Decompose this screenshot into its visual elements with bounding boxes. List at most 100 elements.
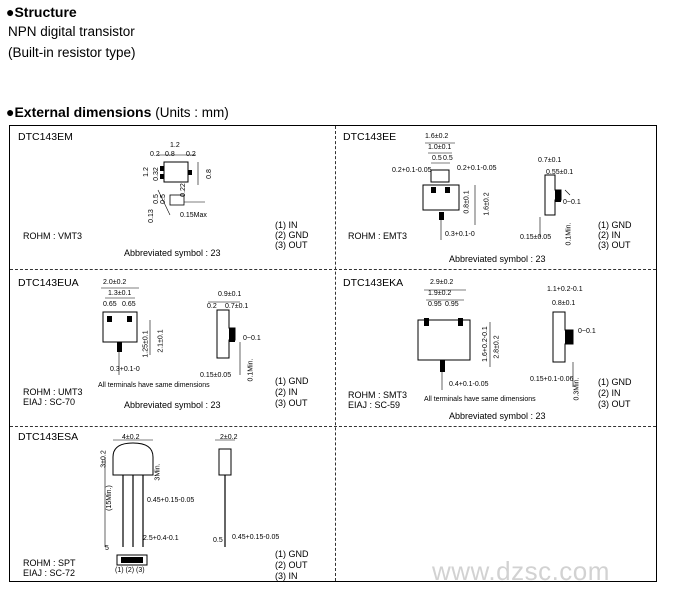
dim-label: 0.3+0.1-0 [445, 231, 475, 238]
vmt3-drawing [157, 154, 205, 216]
external-dimensions-heading: ●External dimensions (Units : mm) [6, 104, 229, 120]
dim-label: 0.45+0.15-0.05 [232, 534, 280, 541]
dim-label: 0.13 [147, 209, 155, 223]
dim-label: 1.6±0.2 [425, 133, 449, 140]
package-name: DTC143EE [343, 131, 397, 143]
dim-label: 1.9±0.2 [428, 290, 452, 297]
rohm-code: ROHM : VMT3 [23, 231, 83, 241]
bullet-icon: ● [6, 104, 15, 120]
dim-label: 0.95 [428, 301, 442, 308]
dim-label: 0.32 [152, 167, 160, 181]
dim-label: 0.2 [186, 151, 196, 158]
dim-label: 0.8 [165, 151, 175, 158]
pin-3: (3) OUT [275, 240, 308, 250]
dim-label: 0.3Min. [573, 377, 581, 401]
row-divider [10, 426, 656, 427]
pin-1: (1) IN [275, 220, 298, 230]
dim-label: 2±0.2 [220, 434, 238, 441]
abbreviated-symbol: Abbreviated symbol : 23 [449, 411, 546, 421]
structure-line-1: NPN digital transistor [8, 24, 135, 39]
dim-label: 0.5 [443, 155, 453, 162]
dim-label: 2.0±0.2 [103, 279, 127, 286]
column-divider [335, 126, 336, 581]
dim-label: 0.22 [179, 183, 187, 197]
dim-label: 0.15Max [180, 212, 207, 219]
rohm-code: ROHM : SPT [23, 558, 76, 568]
row-divider [10, 269, 656, 270]
dim-label: 0.9±0.1 [218, 291, 242, 298]
dim-label: 0.4+0.1-0.05 [449, 381, 489, 388]
pin-2: (2) OUT [275, 560, 308, 570]
bottom-pin-labels: (1) (2) (3) [115, 567, 145, 574]
pin-2: (2) IN [275, 387, 298, 397]
package-name: DTC143ESA [18, 431, 79, 443]
dim-label: 0.8±0.1 [463, 190, 471, 214]
dim-label: 5 [105, 545, 109, 552]
dim-label: 0.5 [432, 155, 442, 162]
bullet-icon: ● [6, 4, 15, 20]
dim-label: 0~0.1 [563, 199, 581, 206]
terminal-note: All terminals have same dimensions [424, 396, 536, 403]
pin-1: (1) GND [598, 377, 632, 387]
dim-label: 1.6±0.2 [483, 192, 491, 216]
dim-label: 0.2+0.1-0.05 [457, 165, 497, 172]
pin-2: (2) GND [275, 230, 309, 240]
dim-label: 0.55±0.1 [546, 169, 574, 176]
package-name: DTC143EUA [18, 277, 79, 289]
dim-label: 0.2+0.1-0.05 [392, 167, 432, 174]
dim-label: 0.15+0.1-0.06 [530, 376, 574, 383]
pin-1: (1) GND [275, 549, 309, 559]
dim-label: 0.15±0.05 [520, 234, 552, 241]
eiaj-code: EIAJ : SC-72 [23, 568, 76, 578]
dim-label: 0.7±0.1 [225, 303, 249, 310]
package-name: DTC143EKA [343, 277, 404, 289]
pin-2: (2) IN [598, 388, 621, 398]
abbreviated-symbol: Abbreviated symbol : 23 [449, 254, 546, 264]
dim-label: 1.2 [142, 167, 150, 177]
rohm-code: ROHM : SMT3 [348, 390, 408, 400]
emt3-drawing [422, 142, 571, 240]
dim-label: (15Min.) [105, 485, 113, 511]
dim-label: 1.3±0.1 [108, 290, 132, 297]
dim-label: 0.1Min. [247, 358, 255, 382]
dim-label: 0~0.1 [578, 328, 596, 335]
units-label: (Units : mm) [155, 105, 229, 120]
dim-label: 0~0.1 [243, 335, 261, 342]
dim-label: 0.8 [205, 169, 213, 179]
abbreviated-symbol: Abbreviated symbol : 23 [124, 248, 221, 258]
abbreviated-symbol: Abbreviated symbol : 23 [124, 400, 221, 410]
dim-label: 0.65 [103, 301, 117, 308]
pin-1: (1) GND [598, 220, 632, 230]
structure-heading: ●Structure [6, 4, 77, 20]
dim-label: 0.5 [213, 537, 223, 544]
dim-label: 1.0±0.1 [428, 144, 452, 151]
package-name: DTC143EM [18, 131, 73, 143]
dim-label: 1.25±0.1 [142, 330, 150, 358]
dim-label: 0.3+0.1-0 [110, 366, 140, 373]
rohm-code: ROHM : UMT3 [23, 387, 83, 397]
pin-3: (3) OUT [598, 399, 631, 409]
terminal-note: All terminals have same dimensions [98, 382, 210, 389]
dim-label: 3±0.2 [100, 450, 108, 468]
pin-3: (3) IN [275, 571, 298, 581]
pin-1: (1) GND [275, 376, 309, 386]
dim-label: 1.1+0.2-0.1 [547, 286, 583, 293]
umt3-drawing [101, 287, 241, 375]
dim-label: 4±0.2 [122, 434, 140, 441]
pin-2: (2) IN [598, 230, 621, 240]
dim-label: 0.2 [150, 151, 160, 158]
pin-3: (3) OUT [275, 398, 308, 408]
dim-label: 2.5+0.4-0.1 [143, 535, 179, 542]
dim-label: 0.1Min. [565, 222, 573, 246]
dim-label: 0.2 [207, 303, 217, 310]
dim-label: 2.1±0.1 [157, 329, 165, 353]
dim-label: 1.2 [170, 142, 180, 149]
dim-label: 2.9±0.2 [430, 279, 454, 286]
eiaj-code: EIAJ : SC-70 [23, 397, 76, 407]
dim-label: 2.8±0.2 [493, 335, 501, 359]
dim-label: 0.8±0.1 [552, 300, 576, 307]
dim-label: 1.6+0.2-0.1 [481, 326, 489, 362]
dim-label: 0.5 [159, 194, 167, 204]
dimensions-table [9, 125, 657, 582]
dim-label: 3Min. [154, 463, 162, 481]
